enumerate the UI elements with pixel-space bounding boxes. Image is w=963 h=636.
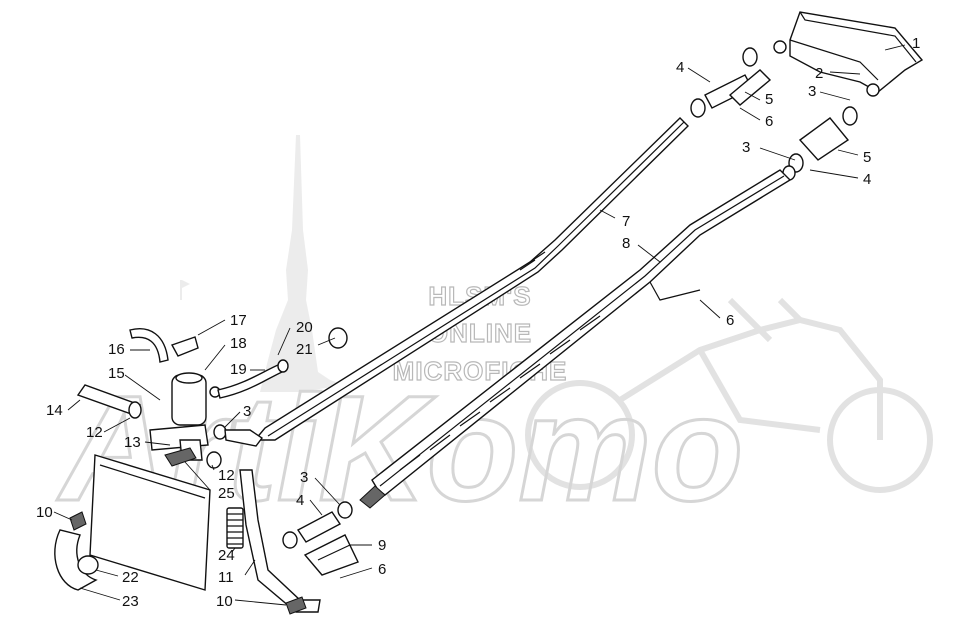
callout-11: 11 — [218, 569, 234, 586]
callout-6: 6 — [765, 113, 773, 130]
callout-12-b: 12 — [218, 467, 235, 484]
part-1-heat-exchanger — [773, 11, 924, 97]
watermark-flag — [180, 280, 190, 300]
callout-3-c: 3 — [243, 403, 251, 420]
callout-21: 21 — [296, 341, 313, 358]
callout-20: 20 — [296, 319, 313, 336]
callout-16: 16 — [108, 341, 125, 358]
callout-22: 22 — [122, 569, 139, 586]
watermark: ArtiKomo HLSM'S ONLINE MICROFICHE — [55, 135, 933, 534]
upper-connector-group — [690, 47, 858, 181]
callout-19: 19 — [230, 361, 247, 378]
callout-10-b: 10 — [216, 593, 233, 610]
watermark-spire — [260, 135, 345, 392]
callout-3-d: 3 — [300, 469, 308, 486]
callout-18: 18 — [230, 335, 247, 352]
watermark-motorcycle — [525, 297, 933, 493]
callout-23: 23 — [122, 593, 139, 610]
callout-9: 9 — [378, 537, 386, 554]
callout-1: 1 — [912, 35, 920, 52]
callout-6-c: 6 — [726, 312, 734, 329]
callout-7: 7 — [622, 213, 630, 230]
callout-14: 14 — [46, 402, 63, 419]
leader-lines — [53, 44, 906, 606]
callout-5-b: 5 — [863, 149, 871, 166]
callout-15: 15 — [108, 365, 125, 382]
callout-12: 12 — [86, 424, 103, 441]
callout-6-d: 6 — [378, 561, 386, 578]
coolant-tank-cluster — [54, 327, 348, 615]
callout-10: 10 — [36, 504, 53, 521]
callout-4-c: 4 — [296, 492, 304, 509]
callout-24: 24 — [218, 547, 235, 564]
callout-4: 4 — [676, 59, 684, 76]
callout-17: 17 — [230, 312, 247, 329]
callout-25: 25 — [218, 485, 235, 502]
callout-13: 13 — [124, 434, 141, 451]
lower-connector-group — [282, 501, 359, 576]
callouts: 1 2 3 4 5 6 3 5 4 7 8 6 17 18 16 20 21 1… — [36, 35, 920, 610]
callout-8: 8 — [622, 235, 630, 252]
part-7-upper-tube — [253, 117, 689, 441]
callout-4-b: 4 — [863, 171, 871, 188]
callout-5: 5 — [765, 91, 773, 108]
callout-3: 3 — [808, 83, 816, 100]
callout-3-b: 3 — [742, 139, 750, 156]
callout-2: 2 — [815, 65, 823, 82]
part-8-lower-tube — [359, 169, 792, 509]
